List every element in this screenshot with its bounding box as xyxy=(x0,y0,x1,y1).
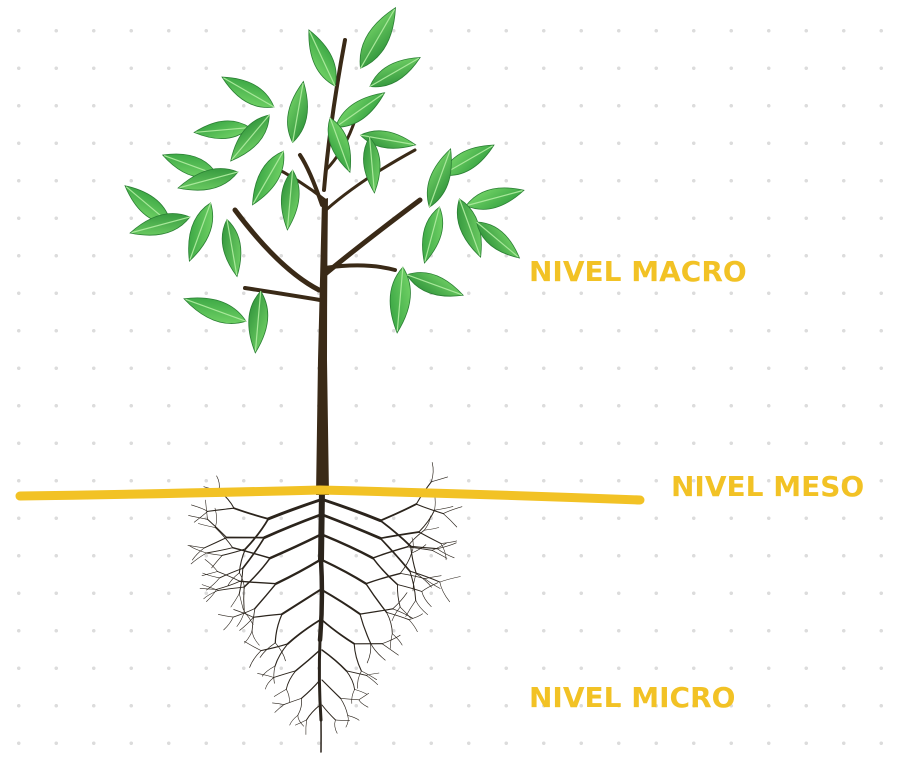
leaf xyxy=(464,181,527,215)
leaf xyxy=(404,266,467,304)
leaf xyxy=(217,69,278,115)
level-label-meso: NIVEL MESO xyxy=(671,473,864,501)
level-label-macro: NIVEL MACRO xyxy=(529,258,747,286)
level-label-micro: NIVEL MICRO xyxy=(529,684,735,712)
leaf xyxy=(224,109,277,167)
leaf xyxy=(416,205,448,266)
ground-line xyxy=(20,490,640,500)
leaf xyxy=(279,169,302,230)
tree-trunk xyxy=(235,40,420,495)
leaf xyxy=(181,200,220,265)
leaf xyxy=(421,146,460,211)
leaf xyxy=(181,289,250,330)
leaf xyxy=(246,290,270,353)
leaf xyxy=(283,80,312,144)
leaf xyxy=(218,218,245,278)
root-system xyxy=(188,463,462,753)
